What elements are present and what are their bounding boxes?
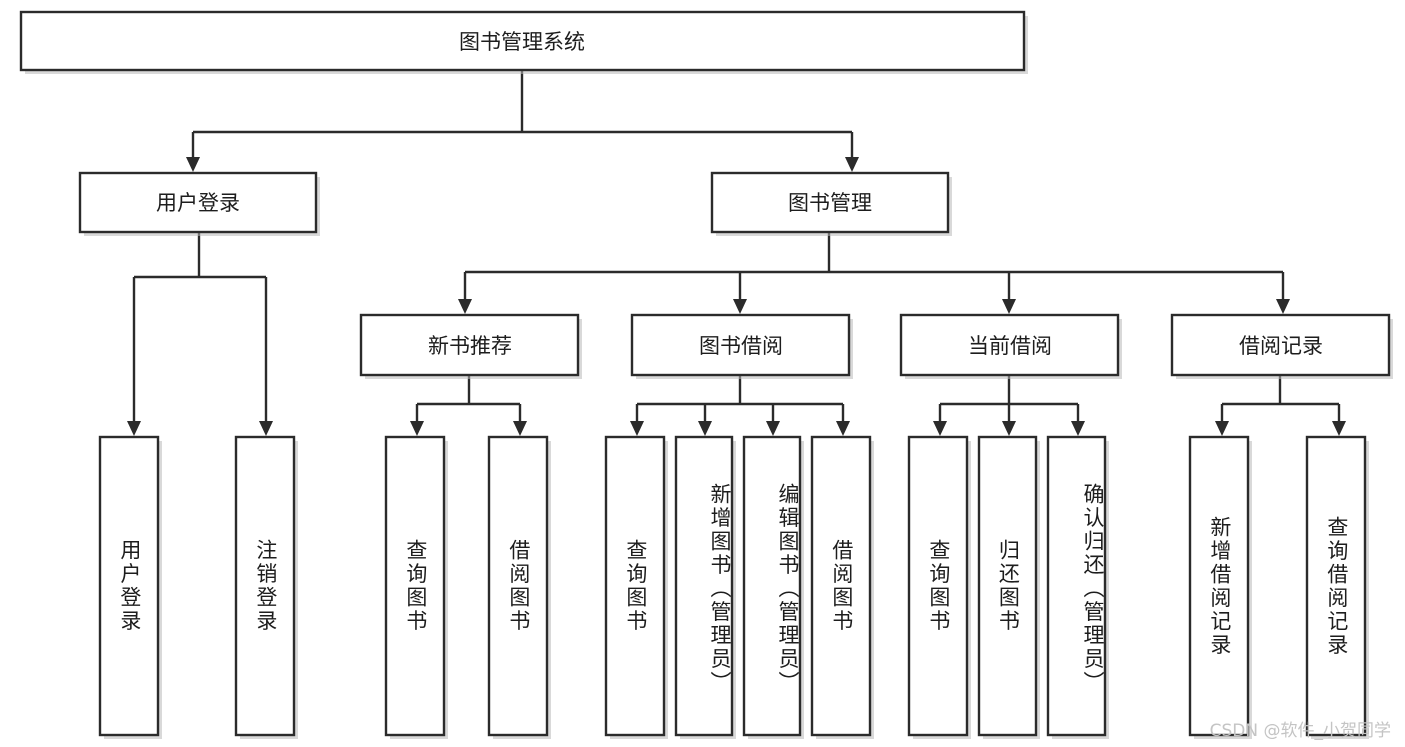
leaf-node-record-query[interactable] bbox=[1305, 435, 1369, 739]
leaf-node-user-login-logout[interactable] bbox=[234, 435, 298, 739]
leaf-node-current-confirm-return[interactable] bbox=[1046, 435, 1109, 739]
arrow-to-user-login bbox=[186, 157, 200, 172]
connectors-currentborrow-to-leaves bbox=[933, 375, 1085, 436]
node-borrow-record[interactable]: 借阅记录 bbox=[1170, 313, 1393, 379]
node-book-borrow[interactable]: 图书借阅 bbox=[630, 313, 853, 379]
leaf-node-current-query-book[interactable] bbox=[907, 435, 971, 739]
arrow-to-book-manage bbox=[845, 157, 859, 172]
connectors-newbook-to-leaves bbox=[410, 375, 527, 436]
leaf-node-recommend-borrow-book[interactable] bbox=[487, 435, 551, 739]
leaf-node-borrow-edit-book[interactable] bbox=[742, 435, 804, 739]
node-root-system[interactable]: 图书管理系统 bbox=[19, 10, 1028, 74]
connectors-bookmanage-to-level3 bbox=[458, 232, 1290, 314]
connectors-bookborrow-to-leaves bbox=[630, 375, 850, 436]
leaf-node-record-add[interactable] bbox=[1188, 435, 1252, 739]
node-book-manage[interactable]: 图书管理 bbox=[710, 171, 952, 236]
node-current-borrow-label: 当前借阅 bbox=[968, 334, 1052, 358]
leaf-node-borrow-query-book[interactable] bbox=[604, 435, 668, 739]
leaf-node-borrow-add-book[interactable] bbox=[674, 435, 736, 739]
connectors-userlogin-to-leaves bbox=[127, 232, 273, 436]
leaf-node-recommend-query-book[interactable] bbox=[384, 435, 448, 739]
node-user-login-label: 用户登录 bbox=[156, 191, 240, 215]
connectors-root-to-level2 bbox=[186, 70, 859, 172]
csdn-watermark: CSDN @软件_小贺同学 bbox=[1209, 721, 1391, 741]
node-root-label: 图书管理系统 bbox=[459, 30, 585, 54]
node-new-book-recommend-label: 新书推荐 bbox=[428, 334, 512, 358]
node-current-borrow[interactable]: 当前借阅 bbox=[899, 313, 1122, 379]
leaf-node-borrow-borrow-book[interactable] bbox=[810, 435, 874, 739]
node-book-manage-label: 图书管理 bbox=[788, 191, 872, 215]
node-book-borrow-label: 图书借阅 bbox=[699, 334, 783, 358]
connectors-borrowrecord-to-leaves bbox=[1215, 375, 1346, 436]
node-borrow-record-label: 借阅记录 bbox=[1239, 334, 1323, 358]
leaf-node-current-return-book[interactable] bbox=[977, 435, 1040, 739]
node-new-book-recommend[interactable]: 新书推荐 bbox=[359, 313, 582, 379]
leaf-node-user-login-login[interactable] bbox=[98, 435, 162, 739]
node-user-login[interactable]: 用户登录 bbox=[78, 171, 320, 236]
